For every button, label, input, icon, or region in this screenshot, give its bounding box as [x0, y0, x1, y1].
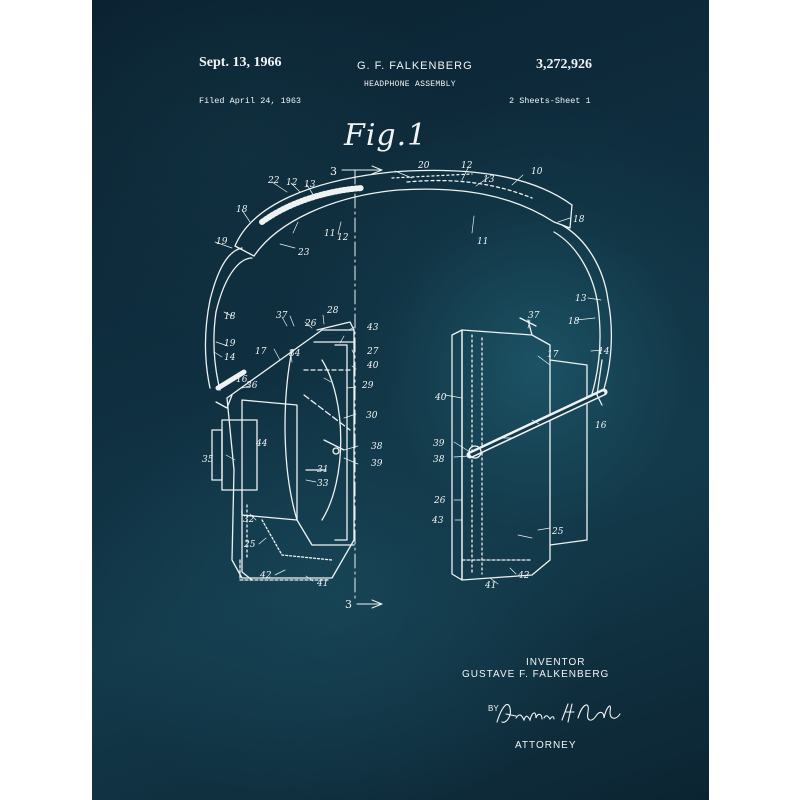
inventor-header: G. F. FALKENBERG [357, 60, 473, 72]
ref-numeral: 37 [528, 311, 540, 321]
ref-numeral: 25 [243, 540, 256, 550]
ref-numeral: 30 [366, 411, 378, 421]
ref-numeral: 22 [267, 176, 280, 186]
figure-label: Fig.1 [344, 118, 428, 153]
sheet-count: 2 Sheets-Sheet 1 [509, 96, 591, 106]
patent-title: HEADPHONE ASSEMBLY [364, 80, 456, 89]
ref-numeral: 32 [243, 515, 255, 525]
ref-numeral: 26 [304, 319, 317, 329]
ref-numeral: 40 [366, 361, 379, 371]
ref-numeral: 12 [461, 161, 473, 171]
ref-numeral: 38 [433, 455, 445, 465]
ref-numeral: 17 [255, 347, 267, 357]
ref-numeral: 10 [531, 167, 543, 177]
patent-date: Sept. 13, 1966 [199, 55, 282, 70]
inventor-full-name: GUSTAVE F. FALKENBERG [462, 669, 610, 680]
inventor-label: INVENTOR [526, 657, 586, 668]
attorney-signature [496, 703, 621, 723]
ref-numeral: 18 [573, 215, 585, 225]
ref-numeral: 43 [366, 323, 379, 333]
ref-numeral: 35 [202, 455, 214, 465]
ref-numeral: 13 [483, 175, 495, 185]
by-label: BY [488, 704, 499, 713]
ref-numeral: 11 [477, 237, 488, 247]
ref-numeral: 44 [255, 439, 268, 449]
ref-numeral: 38 [371, 442, 383, 452]
attorney-label: ATTORNEY [515, 740, 577, 751]
ref-numeral: 16 [595, 421, 607, 431]
ref-numeral: 42 [259, 571, 272, 581]
ref-numeral: 11 [324, 229, 335, 239]
section-mark-bottom: 3 [345, 598, 352, 611]
ref-numeral: 13 [304, 180, 316, 190]
ref-numeral: 36 [246, 381, 258, 391]
ref-numeral: 31 [317, 465, 328, 475]
ref-numeral: 25 [551, 527, 564, 537]
ref-numeral: 34 [289, 349, 301, 359]
patent-poster: Sept. 13, 1966 G. F. FALKENBERG 3,272,92… [92, 0, 709, 800]
ref-numeral: 29 [361, 381, 374, 391]
ref-numeral: 40 [434, 393, 447, 403]
ref-numeral: 19 [216, 237, 228, 247]
ref-numeral: 27 [366, 347, 379, 357]
patent-number: 3,272,926 [536, 57, 592, 72]
ref-numeral: 39 [371, 459, 383, 469]
ref-numeral: 18 [224, 312, 236, 322]
ref-numeral: 17 [547, 350, 559, 360]
ref-numeral: 39 [433, 439, 445, 449]
section-line [341, 165, 383, 609]
headband [204, 169, 613, 396]
ref-numeral: 14 [224, 353, 236, 363]
ref-numeral: 18 [236, 205, 248, 215]
headphone-drawing: 3 3 10 20 12 13 22 12 13 18 18 11 12 11 … [202, 161, 621, 723]
ref-numeral: 37 [276, 311, 288, 321]
ref-numeral: 33 [317, 479, 329, 489]
ref-numeral: 13 [575, 294, 587, 304]
ref-numeral: 16 [236, 375, 248, 385]
filed-date: Filed April 24, 1963 [199, 96, 302, 106]
ref-numeral: 43 [431, 516, 444, 526]
ref-numeral: 20 [417, 161, 430, 171]
ref-numeral: 41 [484, 581, 496, 591]
ref-numeral: 12 [337, 233, 349, 243]
ref-numeral: 23 [297, 248, 310, 258]
ref-numeral: 19 [224, 339, 236, 349]
right-earcup [451, 317, 608, 581]
ref-numeral: 26 [433, 496, 446, 506]
ref-numeral: 28 [326, 306, 339, 316]
section-mark-top: 3 [330, 165, 337, 178]
left-earcup [211, 321, 355, 581]
ref-numeral: 14 [598, 347, 610, 357]
ref-numeral: 41 [316, 579, 328, 589]
ref-numeral: 12 [286, 178, 298, 188]
ref-numeral: 42 [517, 571, 530, 581]
ref-numeral: 18 [568, 317, 580, 327]
leader-lines [213, 167, 603, 585]
